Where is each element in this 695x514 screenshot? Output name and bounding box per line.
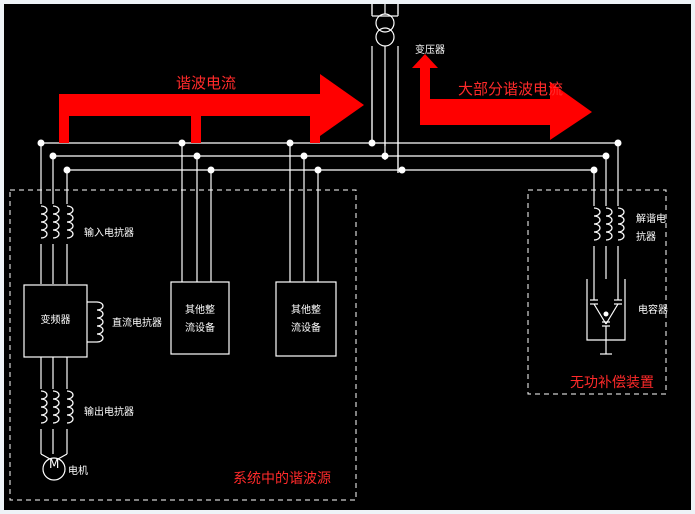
compensation-wires xyxy=(593,143,619,279)
input-reactor-coils xyxy=(40,205,74,239)
most-harmonic-current-arrow xyxy=(412,54,592,140)
transformer-symbol xyxy=(369,4,399,173)
harmonic-current-arrow xyxy=(59,74,364,143)
circuit-diagram xyxy=(9,4,667,501)
rectifier-2-label-line2: 流设备 xyxy=(291,323,321,334)
rectifier-2-wires xyxy=(289,143,319,282)
motor-wires xyxy=(40,453,68,460)
harmonic-current-label: 谐波电流 xyxy=(176,74,237,92)
most-harmonic-current-label: 大部分谐波电流 xyxy=(458,80,564,98)
output-reactor-coils xyxy=(40,390,74,424)
diagram-canvas: 谐波电流 大部分谐波电流 变压器 输入电抗器 变频器 直流电抗器 输出电抗器 M… xyxy=(4,4,691,510)
input-reactor-label: 输入电抗器 xyxy=(84,228,134,239)
rectifier-1-box xyxy=(170,281,230,355)
capacitor-symbol xyxy=(586,279,626,355)
motor-circle xyxy=(42,457,66,481)
reactive-compensation-caption: 无功补偿装置 xyxy=(570,375,654,391)
transformer-label: 变压器 xyxy=(415,45,445,56)
capacitor-node xyxy=(603,311,609,317)
vfd-label: 变频器 xyxy=(40,315,71,326)
harmonic-sources-caption: 系统中的谐波源 xyxy=(233,471,331,487)
tuning-reactor-label-line1: 解谐电 xyxy=(636,214,666,225)
bus-bars xyxy=(41,142,618,171)
harmonic-sources-boundary xyxy=(9,189,357,501)
rectifier-2-box xyxy=(275,281,337,357)
dc-reactor xyxy=(87,301,104,343)
vfd-branch-wires xyxy=(40,143,68,454)
motor-symbol-label: M xyxy=(49,457,60,471)
rectifier-2-label-line1: 其他整 xyxy=(291,305,321,316)
dc-reactor-label: 直流电抗器 xyxy=(112,318,162,329)
vfd-box xyxy=(23,284,88,358)
rectifier-1-wires xyxy=(181,143,212,282)
motor-label: 电机 xyxy=(68,466,88,477)
rectifier-1-label-line1: 其他整 xyxy=(185,305,215,316)
tuning-reactor-coils xyxy=(593,207,625,241)
rectifier-1-label-line2: 流设备 xyxy=(185,323,215,334)
tuning-reactor-label-line2: 抗器 xyxy=(636,232,656,243)
output-reactor-label: 输出电抗器 xyxy=(84,407,134,418)
capacitor-label: 电容器 xyxy=(638,305,668,316)
